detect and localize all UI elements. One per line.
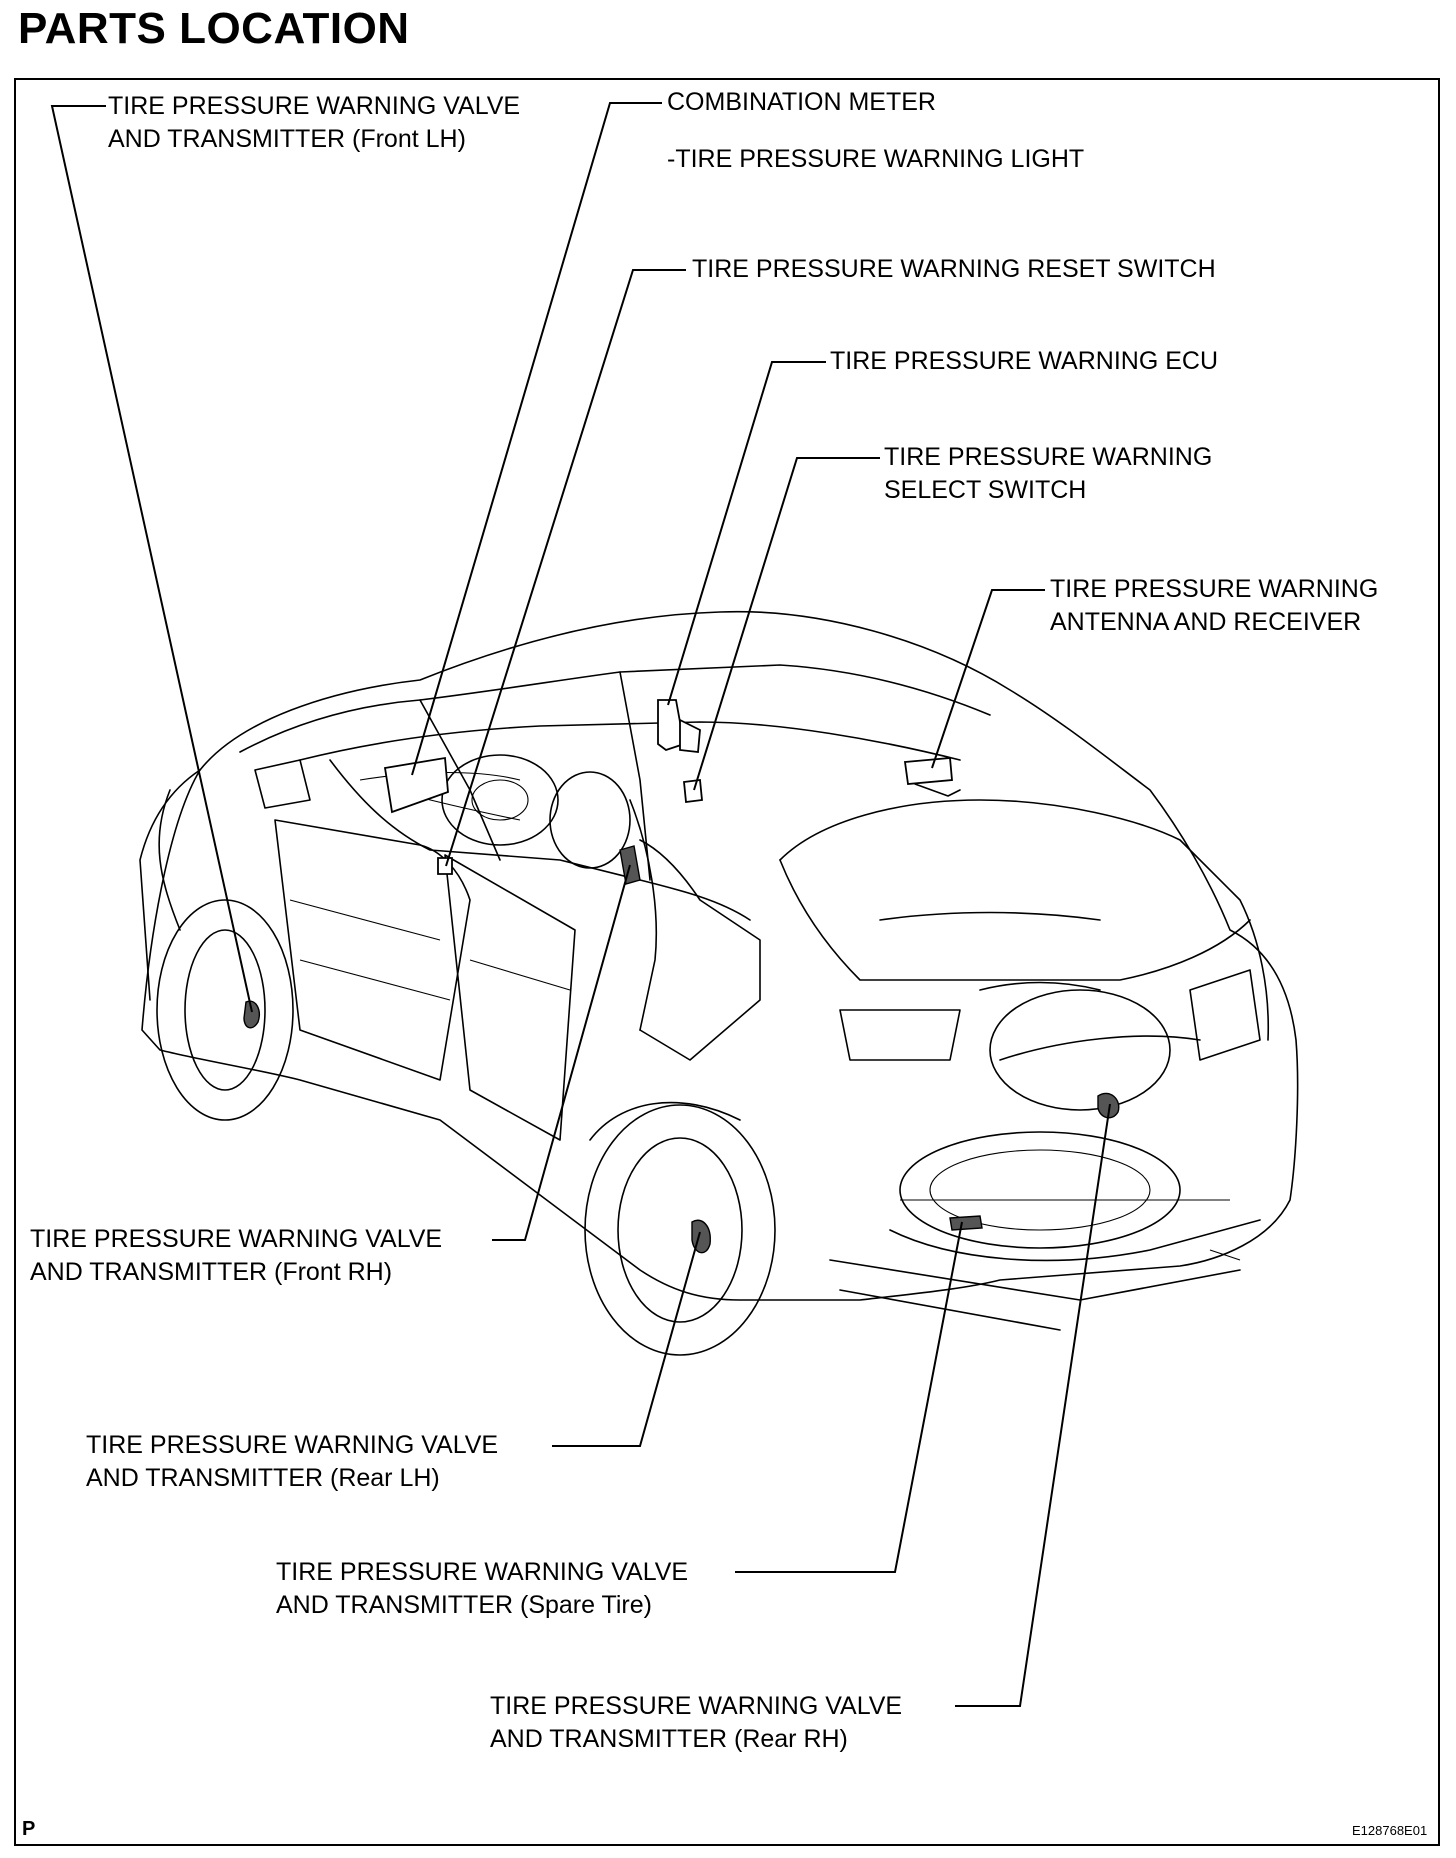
- figure-code: E128768E01: [1352, 1823, 1428, 1838]
- leader-front-lh: [50, 105, 253, 1013]
- leader-antenna: [931, 589, 1045, 769]
- label-valve-front-rh: TIRE PRESSURE WARNING VALVE AND TRANSMIT…: [30, 1225, 443, 1286]
- leader-combination-meter: [411, 102, 662, 776]
- label-valve-rear-rh: TIRE PRESSURE WARNING VALVE AND TRANSMIT…: [490, 1692, 903, 1753]
- corner-letter: P: [22, 1818, 36, 1840]
- diagram-frame: [14, 78, 1440, 1846]
- select-switch-mark: [683, 778, 703, 804]
- component-marks: [243, 699, 1120, 1254]
- leader-reset-switch: [445, 269, 686, 867]
- leader-select-switch: [693, 457, 880, 791]
- leader-ecu: [667, 361, 826, 706]
- label-valve-rear-lh: TIRE PRESSURE WARNING VALVE AND TRANSMIT…: [86, 1431, 499, 1492]
- valve-spare-mark: [949, 1215, 983, 1231]
- ecu-mark: [657, 699, 701, 753]
- page-title: PARTS LOCATION: [18, 4, 410, 53]
- label-valve-spare-tire: TIRE PRESSURE WARNING VALVE AND TRANSMIT…: [276, 1558, 689, 1619]
- leader-spare: [735, 1221, 963, 1573]
- label-combination-meter: COMBINATION METER -TIRE PRESSURE WARNING…: [667, 88, 1085, 173]
- label-valve-front-lh: TIRE PRESSURE WARNING VALVE AND TRANSMIT…: [108, 92, 521, 153]
- combination-meter-mark: [383, 756, 449, 814]
- leader-rear-rh: [955, 1103, 1111, 1707]
- label-select-switch: TIRE PRESSURE WARNING SELECT SWITCH: [884, 443, 1213, 504]
- leader-front-rh: [492, 864, 631, 1241]
- label-antenna-receiver: TIRE PRESSURE WARNING ANTENNA AND RECEIV…: [1050, 575, 1379, 636]
- reset-switch-mark: [437, 857, 453, 875]
- leader-rear-lh: [552, 1231, 701, 1447]
- valve-front-lh-mark: [243, 1000, 260, 1029]
- label-ecu: TIRE PRESSURE WARNING ECU: [830, 347, 1219, 375]
- valve-rear-rh-mark: [1097, 1092, 1120, 1119]
- leader-lines: [50, 102, 1111, 1707]
- label-reset-switch: TIRE PRESSURE WARNING RESET SWITCH: [692, 255, 1216, 283]
